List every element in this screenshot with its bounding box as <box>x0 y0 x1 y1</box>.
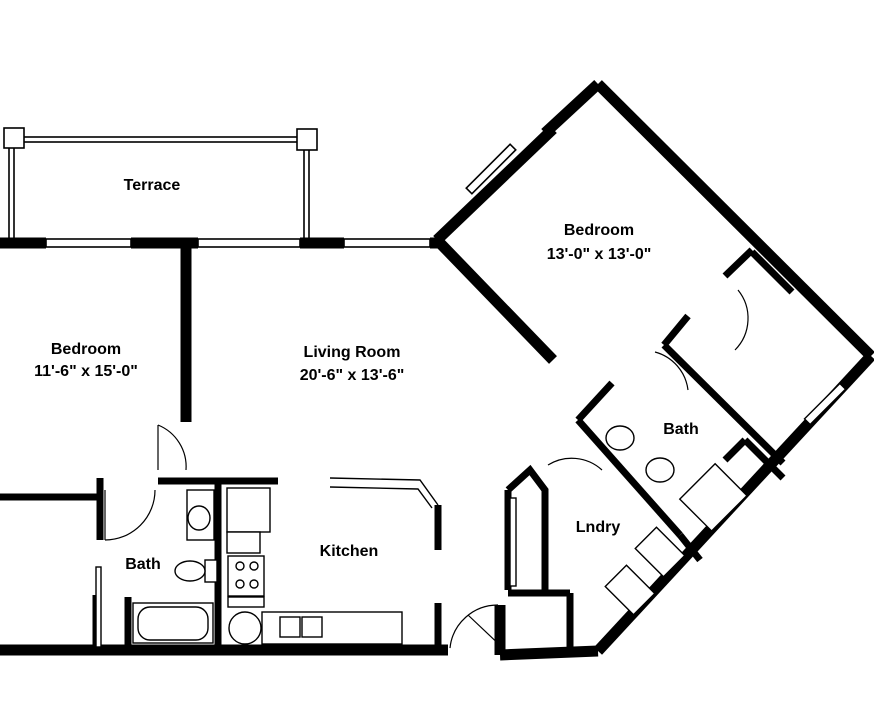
walls <box>0 79 874 661</box>
bedroom-right-label: Bedroom <box>564 222 634 239</box>
bedroom-left-size: 11'-6" x 15'-0" <box>34 363 138 380</box>
door-swings <box>104 289 749 651</box>
laundry-label: Lndry <box>576 519 621 536</box>
fixtures <box>95 382 847 648</box>
kitchen-label: Kitchen <box>320 543 379 560</box>
bedroom-right-size: 13'-0" x 13'-0" <box>547 246 652 263</box>
bath-left-label: Bath <box>125 556 161 573</box>
bedroom-left-label: Bedroom <box>51 341 121 358</box>
living-room-size: 20'-6" x 13'-6" <box>300 367 405 384</box>
terrace-railing <box>3 127 318 240</box>
bath-right-label: Bath <box>663 421 699 438</box>
living-room-label: Living Room <box>304 344 401 361</box>
room-labels: Terrace Bedroom 11'-6" x 15'-0" Living R… <box>34 177 699 573</box>
terrace-label: Terrace <box>124 177 181 194</box>
